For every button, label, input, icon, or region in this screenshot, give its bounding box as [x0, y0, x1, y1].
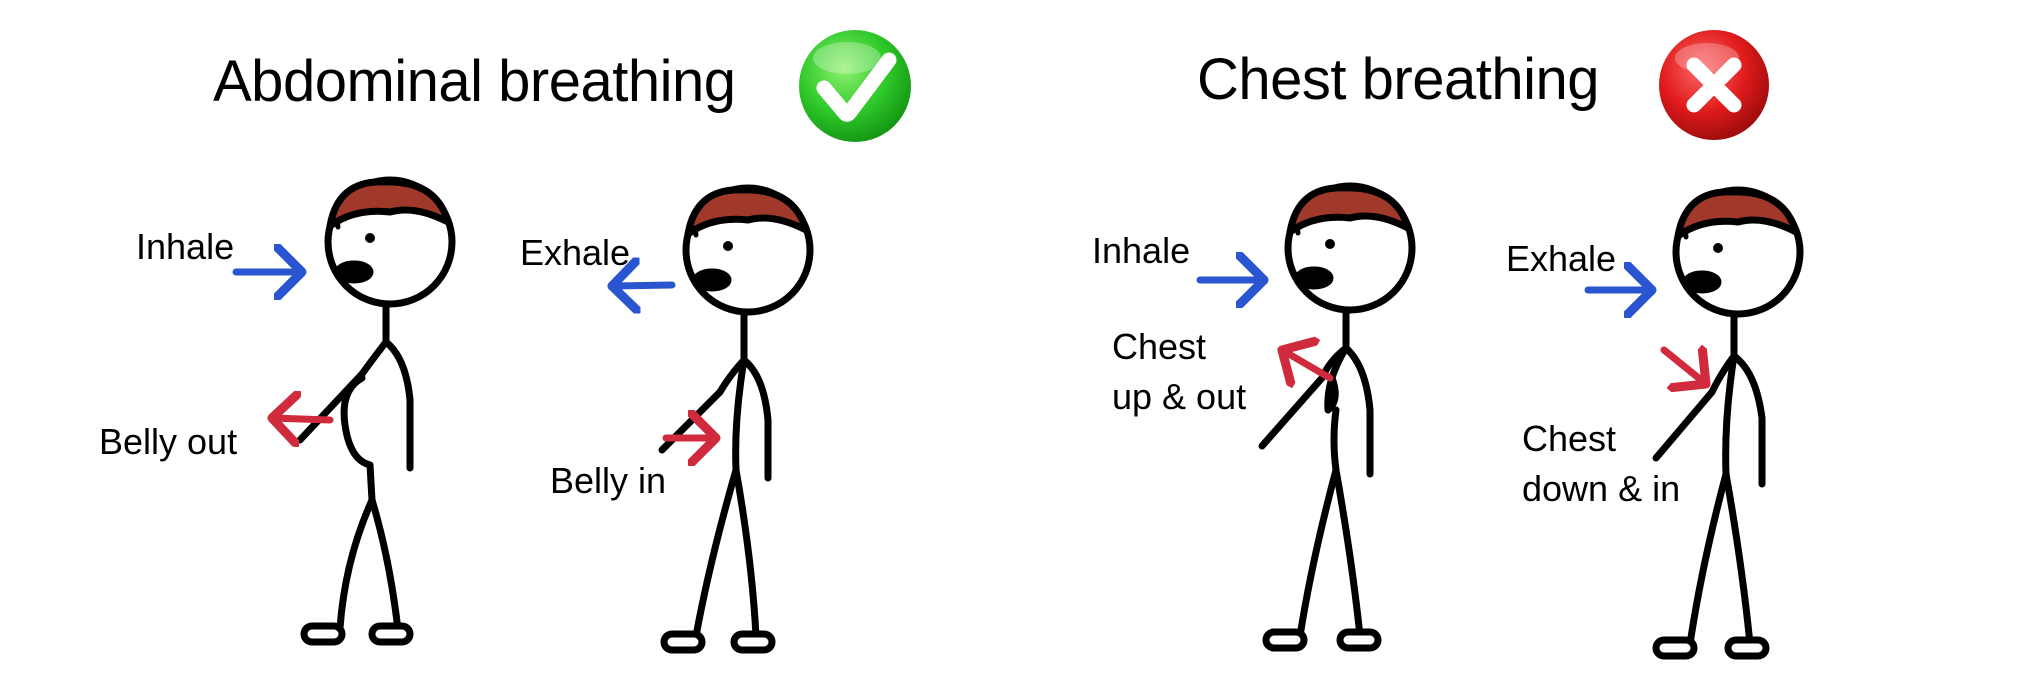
down-and-in-label: down & in [1522, 468, 1681, 509]
belly-out-label: Belly out [99, 421, 238, 462]
belly-in-label: Belly in [550, 460, 667, 501]
inhale-label: Inhale [136, 226, 235, 267]
chest-label: Chest [1112, 326, 1207, 367]
exhale-arrow [612, 285, 676, 286]
cross-icon [1657, 28, 1771, 142]
up-and-out-label: up & out [1112, 376, 1247, 417]
exhale-label: Exhale [520, 232, 631, 273]
figure-abdominal-exhale [658, 184, 814, 654]
figure-abdominal-inhale [296, 176, 456, 646]
belly-out-arrow [272, 418, 334, 420]
figure-chest-inhale [1258, 182, 1416, 652]
chest-down-in-arrow [1660, 350, 1706, 384]
chest-up-out-arrow [1282, 350, 1334, 378]
exhale-label: Exhale [1506, 238, 1617, 279]
inhale-label: Inhale [1092, 230, 1191, 271]
chest-breathing-title: Chest breathing [1197, 47, 1599, 112]
check-icon [797, 28, 913, 144]
chest-label: Chest [1522, 418, 1617, 459]
figure-chest-exhale [1652, 186, 1804, 660]
abdominal-breathing-title: Abdominal breathing [213, 49, 736, 114]
